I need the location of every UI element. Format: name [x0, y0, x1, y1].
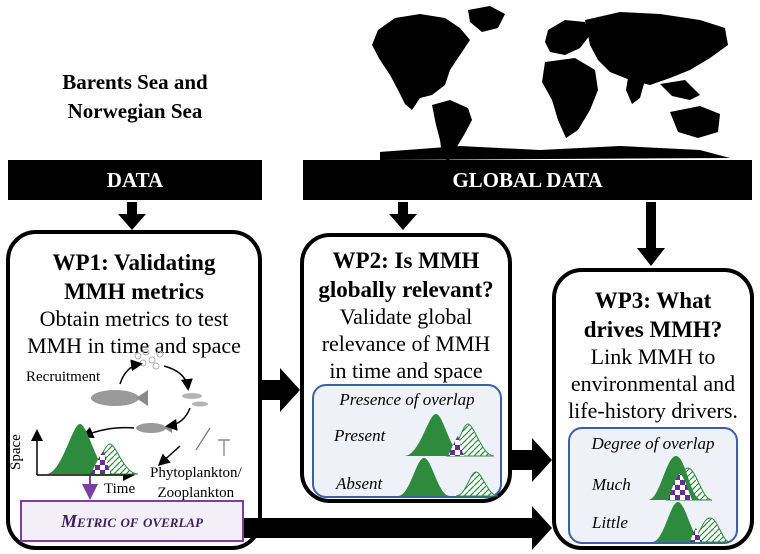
wp2-row-present: Present — [334, 426, 386, 445]
map-europe — [545, 20, 590, 55]
arrow-metric-to-wp3 — [244, 506, 552, 550]
map-australia — [670, 106, 720, 138]
wp1-title-line1: WP1: Validating — [52, 250, 216, 275]
wp3-little-graph — [652, 502, 731, 543]
wp3-title-line1: WP3: What — [594, 288, 712, 313]
wp2-body-line2: relevance of MMH — [321, 331, 491, 356]
wp1-overlap-area — [90, 452, 112, 474]
arrow-data-to-wp1 — [118, 202, 146, 230]
cycle-arrow-1 — [119, 359, 143, 385]
global-data-bar-label: GLOBAL DATA — [452, 167, 603, 192]
global-data-bar: GLOBAL DATA — [303, 160, 752, 200]
map-india — [626, 78, 645, 104]
cycle-arrow-4 — [81, 426, 135, 439]
wp2-body-line1: Validate global — [339, 304, 473, 329]
wp2-body-line3: in time and space — [329, 358, 483, 383]
wp1-body: Obtain metrics to test MMH in time and s… — [10, 305, 258, 359]
wp1-overlap-graph — [31, 424, 139, 500]
wp3-body: Link MMH to environmental and life-histo… — [556, 343, 750, 424]
data-bar-label: DATA — [106, 167, 164, 192]
wp3-title-line2: drives MMH? — [583, 317, 723, 342]
metric-of-overlap-label: Metric of overlap — [60, 511, 204, 531]
fish-juvenile-icon — [136, 423, 172, 433]
wp1-title: WP1: Validating MMH metrics — [10, 248, 258, 306]
cycle-arrow-3 — [165, 407, 191, 431]
fish-adult-icon — [91, 390, 148, 406]
arrow-global-to-wp3 — [637, 202, 665, 266]
region-title: Barents Sea and Norwegian Sea — [40, 68, 230, 126]
plankton-arrow — [157, 445, 181, 467]
arrow-global-to-wp2 — [389, 202, 417, 230]
map-greenland — [468, 6, 505, 32]
map-asia — [585, 12, 728, 85]
plankton-label-line1: Phytoplankton/ — [150, 465, 242, 481]
wp3-row-much: Much — [592, 475, 631, 494]
wp2-present-graph — [404, 414, 495, 457]
recruitment-label: Recruitment — [26, 369, 101, 385]
wp1-title-line2: MMH metrics — [64, 279, 204, 304]
wp3-much-graph — [648, 456, 713, 501]
wp2-title: WP2: Is MMH globally relevant? — [304, 246, 508, 304]
wp3-body-line1: Link MMH to — [590, 344, 716, 369]
plankton-icon — [195, 427, 230, 456]
metric-of-overlap-box — [20, 500, 244, 542]
map-south-america — [432, 100, 472, 162]
wp3-body-line3: life-history drivers. — [568, 398, 738, 423]
wp3-panel-title: Degree of overlap — [591, 434, 715, 453]
map-africa — [542, 58, 598, 138]
arrow-wp2-to-wp3 — [512, 438, 552, 482]
data-bar: DATA — [8, 160, 262, 200]
eggs-icon — [134, 348, 164, 370]
wp1-box — [6, 230, 262, 550]
map-antarctica — [380, 146, 730, 160]
region-title-line1: Barents Sea and — [62, 70, 208, 94]
map-north-america — [372, 14, 470, 110]
wp1-predator-curve — [46, 424, 112, 474]
wp2-panel-title: Presence of overlap — [339, 390, 475, 409]
wp2-body: Validate global relevance of MMH in time… — [304, 303, 508, 384]
wp1-body-line2: MMH in time and space — [27, 333, 241, 358]
wp2-absent-graph — [398, 458, 499, 497]
plankton-label: Phytoplankton/ Zooplankton — [150, 463, 242, 503]
wp3-body-line2: environmental and — [570, 371, 736, 396]
wp1-body-line1: Obtain metrics to test — [39, 306, 229, 331]
map-se-asia — [660, 80, 700, 100]
plankton-label-line2: Zooplankton — [157, 485, 235, 501]
time-axis-label: Time — [104, 481, 136, 497]
arrow-wp1-to-wp2 — [262, 368, 300, 412]
cycle-arrow-2 — [163, 365, 193, 391]
wp2-row-absent: Absent — [336, 474, 383, 493]
wp2-title-line2: globally relevant? — [318, 277, 494, 302]
wp3-row-little: Little — [592, 513, 628, 532]
region-title-line2: Norwegian Sea — [67, 99, 203, 123]
wp2-title-line1: WP2: Is MMH — [332, 248, 480, 273]
fish-larvae-icon — [182, 393, 208, 407]
wp3-title: WP3: What drives MMH? — [556, 286, 750, 344]
